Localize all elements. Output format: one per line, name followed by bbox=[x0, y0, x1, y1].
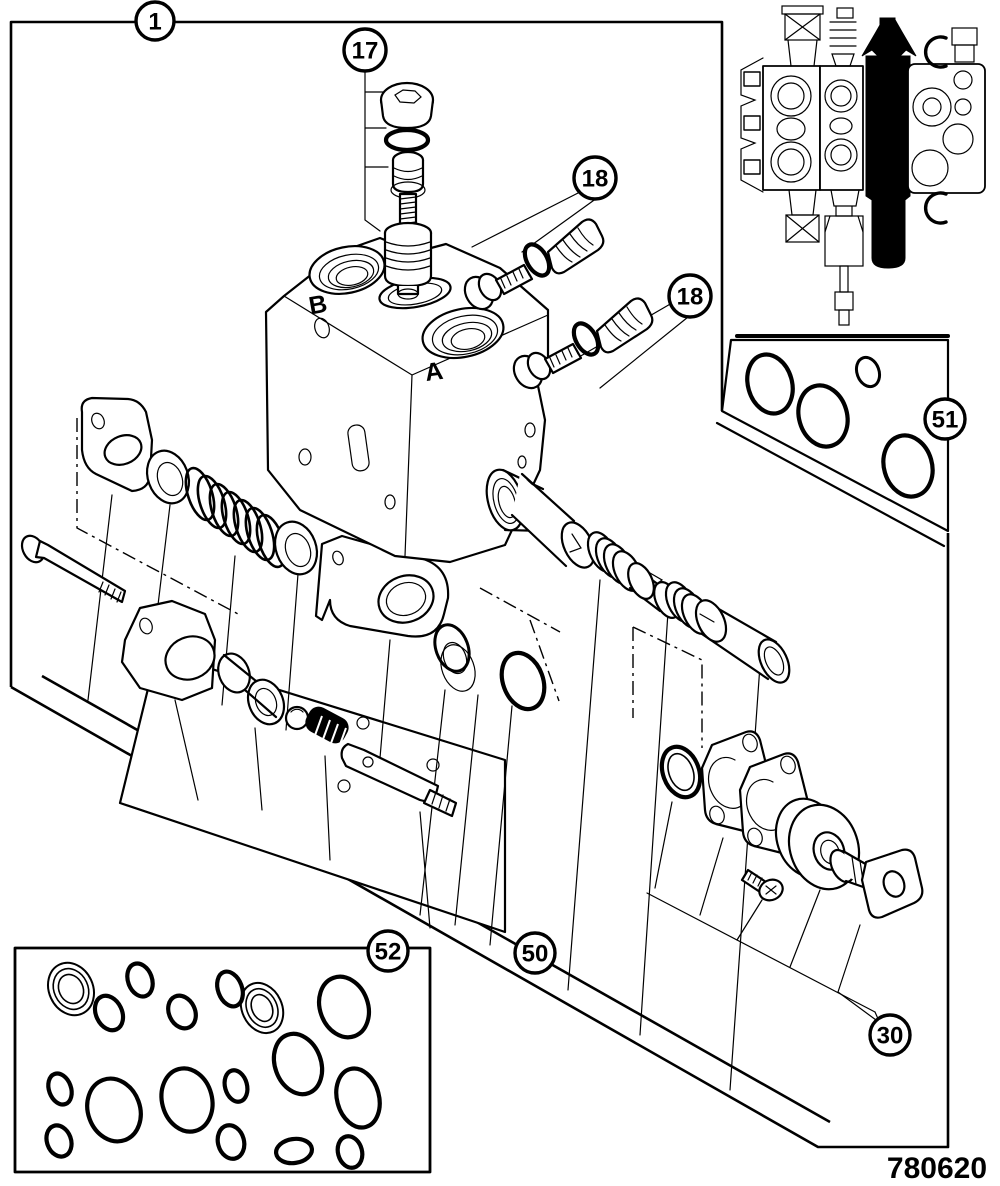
tie-bolt bbox=[20, 534, 127, 604]
port-a-boss bbox=[421, 306, 505, 360]
spool bbox=[510, 472, 791, 684]
retainer-screw bbox=[740, 868, 784, 902]
callout-18-upper: 18 bbox=[572, 155, 618, 201]
callout-50: 50 bbox=[513, 931, 557, 975]
relief-cartridge-17 bbox=[364, 69, 435, 300]
hex-plug bbox=[379, 81, 435, 130]
callout-50-label: 50 bbox=[522, 941, 549, 968]
check-valve-plug bbox=[337, 716, 458, 818]
spring-seat-front bbox=[145, 449, 191, 505]
port-label-a: A bbox=[423, 357, 445, 387]
check-ball bbox=[284, 705, 310, 731]
coil-spring bbox=[184, 466, 287, 569]
spool-cylinder-1 bbox=[510, 472, 596, 569]
callout-1-label: 1 bbox=[148, 9, 161, 36]
seal-kit-51-box bbox=[715, 338, 950, 548]
callout-18-lower: 18 bbox=[667, 273, 713, 319]
callout-30-label: 30 bbox=[877, 1023, 904, 1050]
relief-plug-lower bbox=[512, 297, 694, 390]
end-cover-flange bbox=[80, 396, 154, 493]
spool-end-cylinder bbox=[694, 599, 791, 684]
clevis-link bbox=[829, 848, 924, 919]
valve-body: B A bbox=[264, 236, 550, 564]
spool-end-group-30 bbox=[659, 730, 924, 919]
check-valve-poppet bbox=[217, 652, 286, 726]
callout-17: 17 bbox=[342, 27, 388, 73]
spool-collar bbox=[627, 562, 681, 619]
seal-kit-52-box bbox=[13, 946, 432, 1174]
spool-o-ring bbox=[499, 650, 547, 712]
relief-plug-upper bbox=[463, 191, 605, 311]
callout-17-label: 17 bbox=[352, 38, 379, 65]
callout-52-label: 52 bbox=[375, 939, 402, 966]
o-ring bbox=[571, 321, 601, 357]
ribbed-cap bbox=[595, 297, 654, 354]
leader-lines bbox=[87, 494, 880, 1091]
callout-51: 51 bbox=[923, 397, 967, 441]
callouts: 1 17 18 18 51 52 50 30 bbox=[134, 0, 967, 1057]
callout-1: 1 bbox=[134, 0, 176, 42]
locator-thumbnail bbox=[735, 5, 986, 338]
port-label-b: B bbox=[307, 290, 330, 321]
figure-part-number: 780620 bbox=[887, 1152, 987, 1185]
callout-18b-label: 18 bbox=[677, 284, 704, 311]
screw-thread bbox=[543, 342, 583, 375]
spool-bore-cover bbox=[314, 534, 450, 638]
adapter bbox=[390, 150, 426, 199]
check-valve-housing bbox=[120, 599, 217, 702]
callout-51-label: 51 bbox=[932, 407, 959, 434]
callout-18a-label: 18 bbox=[582, 166, 609, 193]
bore-seal-washer bbox=[433, 623, 476, 692]
callout-52: 52 bbox=[366, 929, 410, 973]
o-ring bbox=[522, 242, 552, 278]
o-ring-set bbox=[44, 961, 382, 1170]
cartridge-body bbox=[383, 221, 433, 300]
seal-ring bbox=[659, 744, 703, 800]
spring-seat-rear bbox=[273, 520, 319, 576]
screw-thread bbox=[494, 263, 534, 296]
o-ring bbox=[383, 127, 431, 153]
callout-30: 30 bbox=[868, 1013, 912, 1057]
ribbed-cap bbox=[546, 218, 605, 275]
highlighted-section bbox=[861, 17, 917, 269]
check-spring bbox=[305, 706, 349, 751]
